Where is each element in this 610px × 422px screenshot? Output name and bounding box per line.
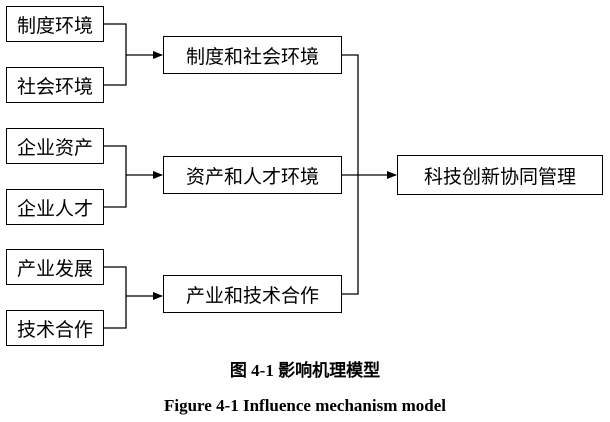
node-middle-3: 产业和技术合作	[163, 275, 342, 313]
node-output: 科技创新协同管理	[397, 155, 603, 195]
node-input-3: 企业资产	[6, 128, 104, 164]
node-middle-1: 制度和社会环境	[163, 36, 342, 74]
bracket-group-1	[103, 23, 127, 86]
node-input-5: 产业发展	[6, 249, 104, 285]
node-middle-2: 资产和人才环境	[163, 156, 342, 194]
node-input-1: 制度环境	[6, 6, 104, 42]
node-input-6: 技术合作	[6, 310, 104, 346]
figure-caption-chinese: 图 4-1 影响机理模型	[229, 361, 381, 380]
node-input-4: 企业人才	[6, 189, 104, 225]
figure-caption-english: Figure 4-1 Influence mechanism model	[163, 396, 447, 415]
bracket-group-3	[103, 266, 127, 329]
node-input-2: 社会环境	[6, 67, 104, 103]
bracket-group-2	[103, 145, 127, 208]
